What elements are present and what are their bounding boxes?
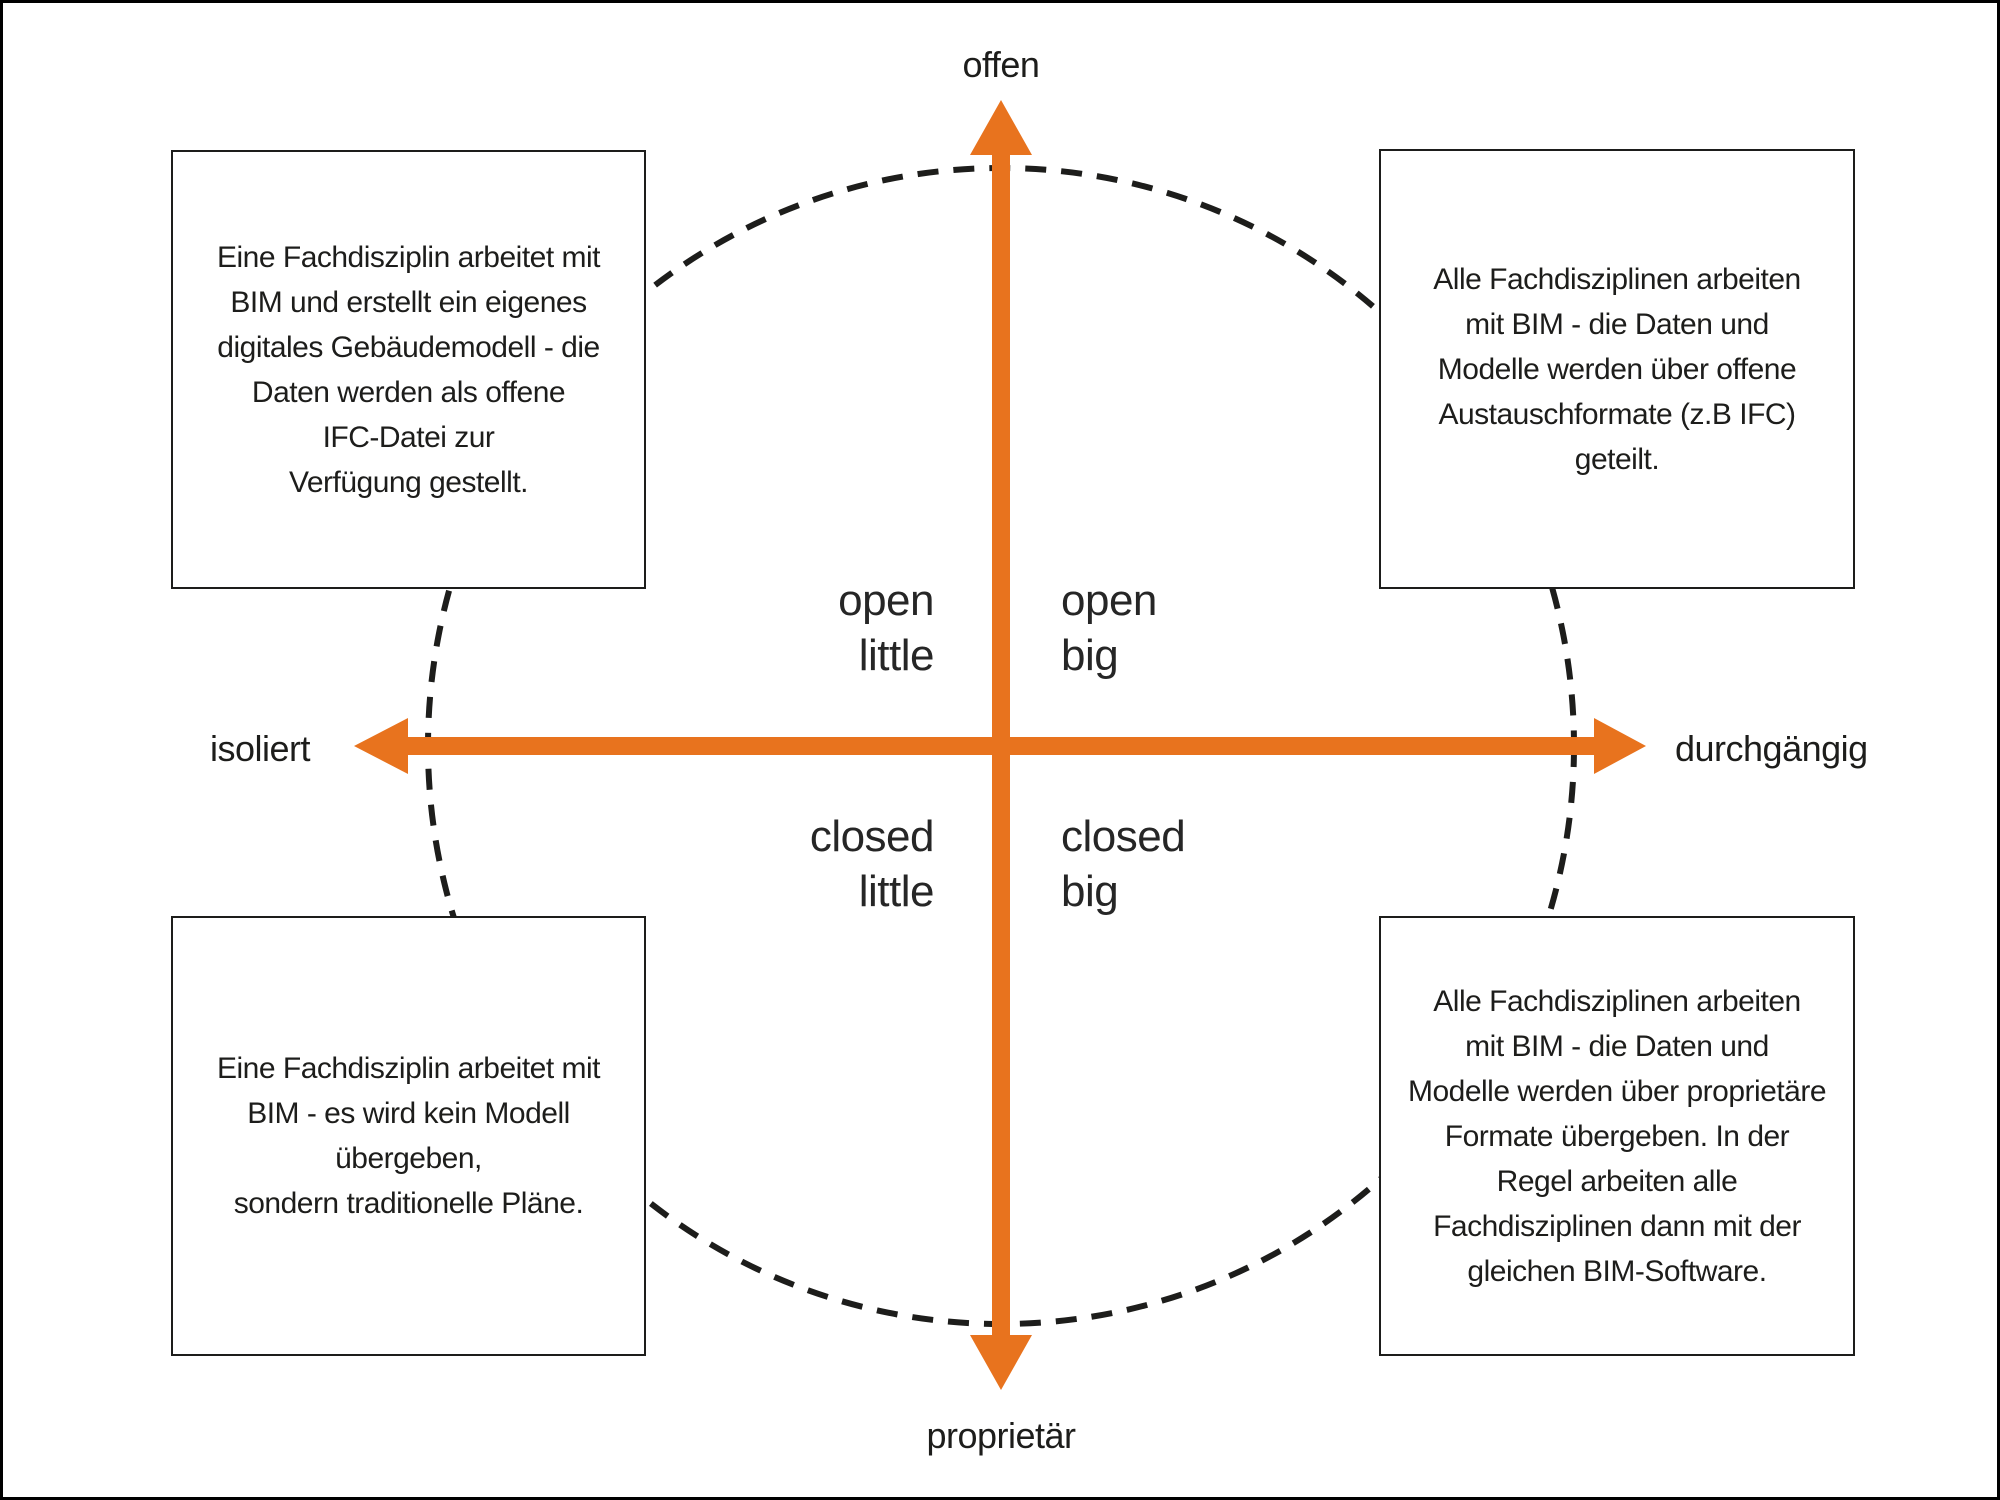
- axis-label-right: durchgängig: [1675, 728, 1868, 769]
- description-box-open-little: Eine Fachdisziplin arbeitet mit BIM und …: [171, 150, 646, 589]
- description-box-closed-big: Alle Fachdisziplinen arbeiten mit BIM - …: [1379, 916, 1855, 1356]
- diagram-graphics: [354, 100, 1646, 1390]
- quadrant-label-closed-big: closed big: [1061, 812, 1186, 916]
- description-text-open-big: Alle Fachdisziplinen arbeiten mit BIM - …: [1433, 262, 1801, 476]
- axis-label-bottom: proprietär: [926, 1415, 1076, 1456]
- quadrant-label-open-big: open big: [1061, 576, 1157, 680]
- axis-label-left: isoliert: [209, 728, 311, 769]
- axis-label-top: offen: [962, 44, 1040, 85]
- quadrant-label-open-little: open little: [838, 576, 934, 680]
- description-text-closed-big: Alle Fachdisziplinen arbeiten mit BIM - …: [1407, 984, 1827, 1288]
- description-box-open-big: Alle Fachdisziplinen arbeiten mit BIM - …: [1379, 149, 1855, 589]
- description-text-open-little: Eine Fachdisziplin arbeitet mit BIM und …: [216, 240, 601, 499]
- horizontal-axis-arrow-icon: [354, 718, 1646, 774]
- description-text-closed-little: Eine Fachdisziplin arbeitet mit BIM - es…: [216, 1052, 601, 1220]
- quadrant-label-closed-little: closed little: [809, 812, 935, 916]
- description-box-closed-little: Eine Fachdisziplin arbeitet mit BIM - es…: [171, 916, 646, 1356]
